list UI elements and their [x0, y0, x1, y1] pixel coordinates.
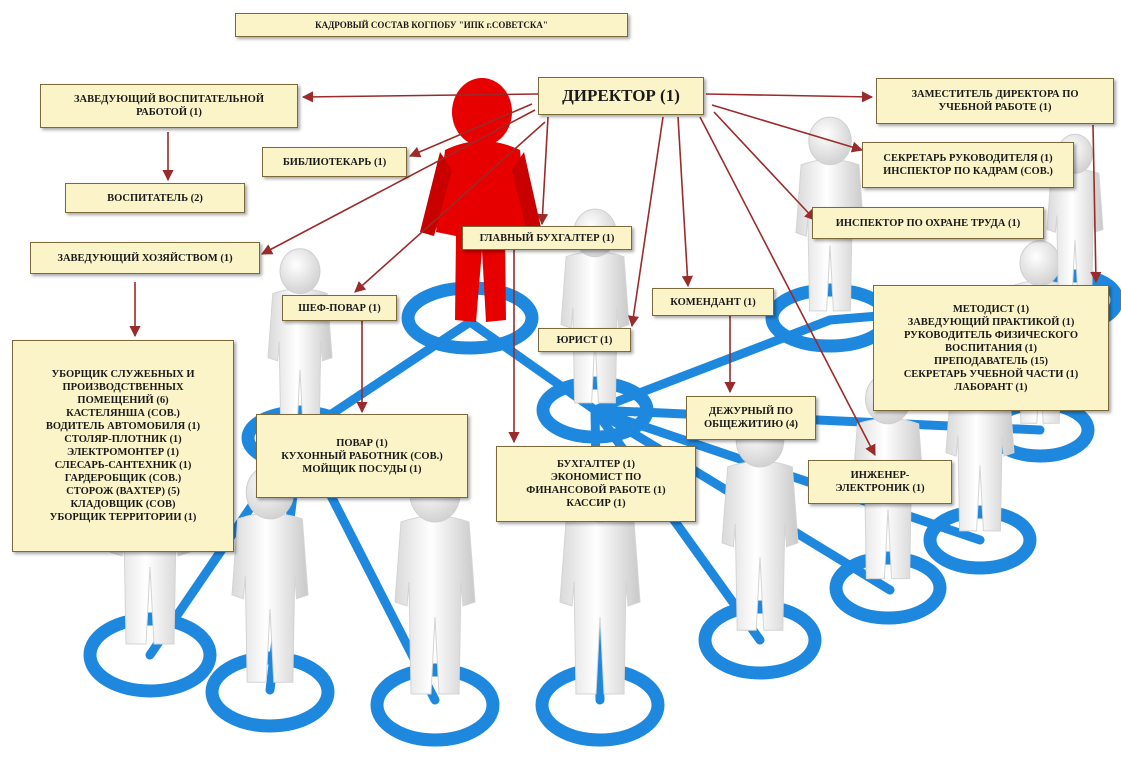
person-figure	[394, 465, 476, 695]
director-box: ДИРЕКТОР (1)	[538, 77, 704, 115]
secretary-box: СЕКРЕТАРЬ РУКОВОДИТЕЛЯ (1)ИНСПЕКТОР ПО К…	[862, 142, 1074, 188]
chef-box: ШЕФ-ПОВАР (1)	[282, 295, 397, 321]
lawyer-box: ЮРИСТ (1)	[538, 328, 631, 352]
chart-title: КАДРОВЫЙ СОСТАВ КОГПОБУ "ИПК г.СОВЕТСКА"	[235, 13, 628, 37]
kitchen-staff-box: ПОВАР (1)КУХОННЫЙ РАБОТНИК (СОВ.)МОЙЩИК …	[256, 414, 468, 498]
person-figure	[267, 248, 333, 432]
figure-group	[109, 116, 1104, 695]
labor-inspector-box: ИНСПЕКТОР ПО ОХРАНЕ ТРУДА (1)	[812, 207, 1044, 239]
hierarchy-arrows	[129, 91, 1102, 456]
engineer-box: ИНЖЕНЕР-ЭЛЕКТРОНИК (1)	[808, 460, 952, 504]
methodist-group-box: МЕТОДИСТ (1)ЗАВЕДУЮЩИЙ ПРАКТИКОЙ (1)РУКО…	[873, 285, 1109, 411]
chief-accountant-box: ГЛАВНЫЙ БУХГАЛТЕР (1)	[462, 226, 632, 250]
educator-box: ВОСПИТАТЕЛЬ (2)	[65, 183, 245, 213]
head-household-box: ЗАВЕДУЮЩИЙ ХОЗЯЙСТВОМ (1)	[30, 242, 260, 274]
commandant-box: КОМЕНДАНТ (1)	[652, 288, 774, 316]
librarian-box: БИБЛИОТЕКАРЬ (1)	[262, 147, 407, 177]
